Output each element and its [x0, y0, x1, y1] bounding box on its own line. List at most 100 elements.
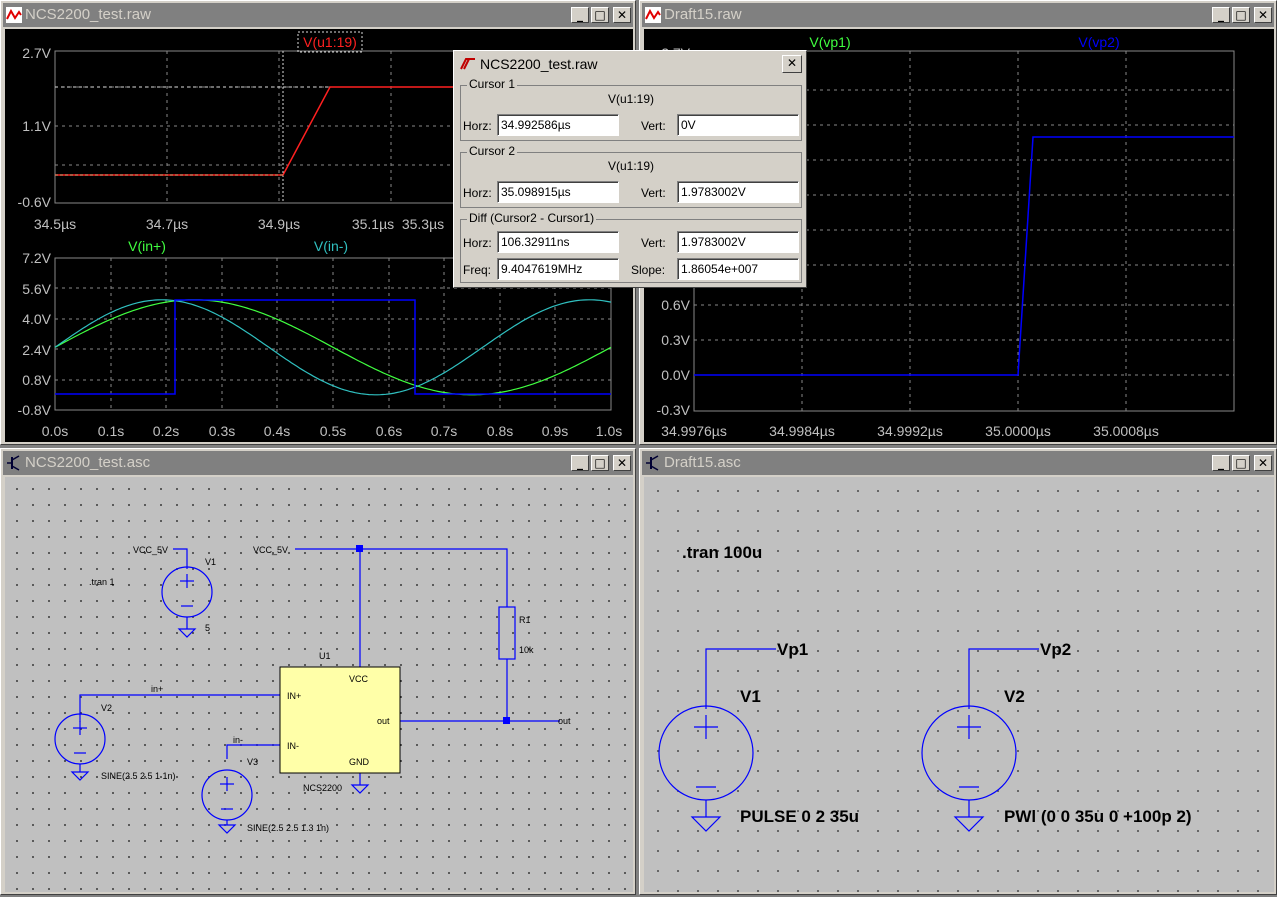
- ytick: 0.6V: [661, 297, 690, 313]
- close-button[interactable]: ✕: [613, 455, 631, 471]
- schematic-window-draft15[interactable]: Draft15.asc _ □ ✕ .tran 100u Vp1: [639, 448, 1277, 895]
- xtick: 0.7s: [431, 423, 457, 439]
- window-title: Draft15.raw: [664, 6, 742, 23]
- ytick: 0.0V: [661, 367, 690, 383]
- transistor-icon: [646, 455, 659, 471]
- net-label[interactable]: VCC_5V: [253, 545, 288, 555]
- component-name[interactable]: V2: [1004, 687, 1025, 706]
- pin-label: VCC: [349, 674, 369, 684]
- xtick: 0.9s: [542, 423, 568, 439]
- component-name[interactable]: V2: [101, 703, 112, 713]
- trace-label-vu119[interactable]: V(u1:19): [303, 34, 357, 50]
- spice-directive[interactable]: .tran 1: [89, 577, 115, 587]
- xtick: 35.0000µs: [985, 423, 1051, 439]
- diff-group: Diff (Cursor2 - Cursor1) Horz: 106.32911…: [460, 211, 802, 283]
- spice-directive[interactable]: .tran 100u: [682, 543, 762, 562]
- minimize-button[interactable]: _: [1212, 7, 1230, 23]
- diff-freq-field[interactable]: 9.4047619MHz: [497, 258, 619, 280]
- xtick: 34.5µs: [34, 216, 76, 232]
- net-label[interactable]: Vp1: [777, 640, 808, 659]
- title-bar[interactable]: Draft15.raw _ □ ✕: [642, 3, 1274, 27]
- net-label[interactable]: in-: [233, 735, 243, 745]
- schematic-drawing[interactable]: .tran 100u Vp1 Vp2 V1 V2 PULSE 0 2 35u P…: [644, 477, 1274, 892]
- minimize-button[interactable]: _: [1212, 455, 1230, 471]
- close-button[interactable]: ✕: [782, 55, 802, 73]
- component-value[interactable]: 5: [205, 623, 210, 633]
- xtick: 34.9992µs: [877, 423, 943, 439]
- vert-label: Vert:: [641, 186, 666, 200]
- minimize-button[interactable]: _: [571, 7, 589, 23]
- cursor2-group: Cursor 2 V(u1:19) Horz: 35.098915µs Vert…: [460, 144, 802, 208]
- schematic-drawing[interactable]: IN+ IN- VCC GND out .tran 1 VCC_5V VCC_5…: [5, 477, 633, 892]
- trace-label-vinm[interactable]: V(in-): [314, 238, 348, 254]
- maximize-button[interactable]: □: [1232, 7, 1250, 23]
- window-title: NCS2200_test.asc: [25, 454, 151, 471]
- trace-label-vinp[interactable]: V(in+): [128, 238, 166, 254]
- net-label[interactable]: out: [558, 716, 571, 726]
- ytick: 4.0V: [22, 311, 51, 327]
- vert-label: Vert:: [641, 236, 666, 250]
- xtick: 35.3µs: [402, 216, 444, 232]
- component-value[interactable]: SINE(2.5 2.5 1 1n): [101, 771, 176, 781]
- trace-label-vvp2[interactable]: V(vp2): [1078, 34, 1119, 50]
- component-name[interactable]: V1: [205, 557, 216, 567]
- close-button[interactable]: ✕: [1254, 7, 1272, 23]
- cursor1-vert-field[interactable]: 0V: [677, 114, 799, 136]
- component-value[interactable]: NCS2200: [303, 783, 342, 793]
- diff-slope-field[interactable]: 1.86054e+007: [677, 258, 799, 280]
- close-button[interactable]: ✕: [1254, 455, 1272, 471]
- xtick: 0.2s: [153, 423, 179, 439]
- cursor2-horz-field[interactable]: 35.098915µs: [497, 181, 619, 203]
- ytick: 5.6V: [22, 281, 51, 297]
- window-title: Draft15.asc: [664, 454, 741, 471]
- xtick: 35.0008µs: [1093, 423, 1159, 439]
- component-value[interactable]: SINE(2.5 2.5 1.3 1n): [247, 823, 329, 833]
- group-label: Cursor 1: [467, 77, 518, 91]
- diff-vert-field[interactable]: 1.9783002V: [677, 231, 799, 253]
- diff-horz-field[interactable]: 106.32911ns: [497, 231, 619, 253]
- net-label[interactable]: Vp2: [1040, 640, 1071, 659]
- title-bar[interactable]: NCS2200_test.asc _ □ ✕: [3, 451, 633, 475]
- component-name[interactable]: V3: [247, 757, 258, 767]
- maximize-button[interactable]: □: [1232, 455, 1250, 471]
- title-bar[interactable]: NCS2200_test.raw _ □ ✕: [3, 3, 633, 27]
- component-value[interactable]: PWl (0 0 35u 0 +100p 2): [1004, 807, 1192, 826]
- component-name[interactable]: V1: [740, 687, 761, 706]
- cursor2-vert-field[interactable]: 1.9783002V: [677, 181, 799, 203]
- cursor-dialog[interactable]: NCS2200_test.raw ✕ Cursor 1 V(u1:19) Hor…: [453, 50, 807, 288]
- title-bar[interactable]: Draft15.asc _ □ ✕: [642, 451, 1274, 475]
- xtick: 34.9976µs: [661, 423, 727, 439]
- cursor1-group: Cursor 1 V(u1:19) Horz: 34.992586µs Vert…: [460, 77, 802, 141]
- cursor1-horz-field[interactable]: 34.992586µs: [497, 114, 619, 136]
- ytick: -0.3V: [657, 402, 691, 418]
- schematic-canvas[interactable]: IN+ IN- VCC GND out .tran 1 VCC_5V VCC_5…: [5, 477, 633, 892]
- opamp-u1[interactable]: [279, 666, 401, 774]
- trace-label-vvp1[interactable]: V(vp1): [809, 34, 850, 50]
- close-button[interactable]: ✕: [613, 7, 631, 23]
- xtick: 34.9µs: [258, 216, 300, 232]
- schematic-canvas[interactable]: .tran 100u Vp1 Vp2 V1 V2 PULSE 0 2 35u P…: [644, 477, 1274, 892]
- schematic-window-ncs2200[interactable]: NCS2200_test.asc _ □ ✕: [0, 448, 636, 895]
- xtick: 0.3s: [209, 423, 235, 439]
- component-name[interactable]: U1: [319, 651, 331, 661]
- maximize-button[interactable]: □: [591, 455, 609, 471]
- dialog-title-bar[interactable]: NCS2200_test.raw ✕: [456, 53, 804, 75]
- net-label[interactable]: in+: [151, 684, 163, 694]
- ytick: -0.8V: [18, 402, 52, 418]
- horz-label: Horz:: [463, 236, 492, 250]
- component-name[interactable]: R1: [519, 615, 531, 625]
- component-value[interactable]: PULSE 0 2 35u: [740, 807, 859, 826]
- group-label: Diff (Cursor2 - Cursor1): [467, 211, 597, 225]
- xtick: 1.0s: [596, 423, 622, 439]
- trace-vinp: [54, 299, 612, 396]
- minimize-button[interactable]: _: [571, 455, 589, 471]
- maximize-button[interactable]: □: [591, 7, 609, 23]
- vert-label: Vert:: [641, 119, 666, 133]
- ytick: 2.7V: [22, 45, 51, 61]
- xtick: 0.1s: [98, 423, 124, 439]
- xtick: 0.4s: [264, 423, 290, 439]
- component-value[interactable]: 10k: [519, 645, 534, 655]
- xtick: 0.8s: [487, 423, 513, 439]
- cursor-signal: V(u1:19): [607, 159, 655, 173]
- net-label[interactable]: VCC_5V: [133, 545, 168, 555]
